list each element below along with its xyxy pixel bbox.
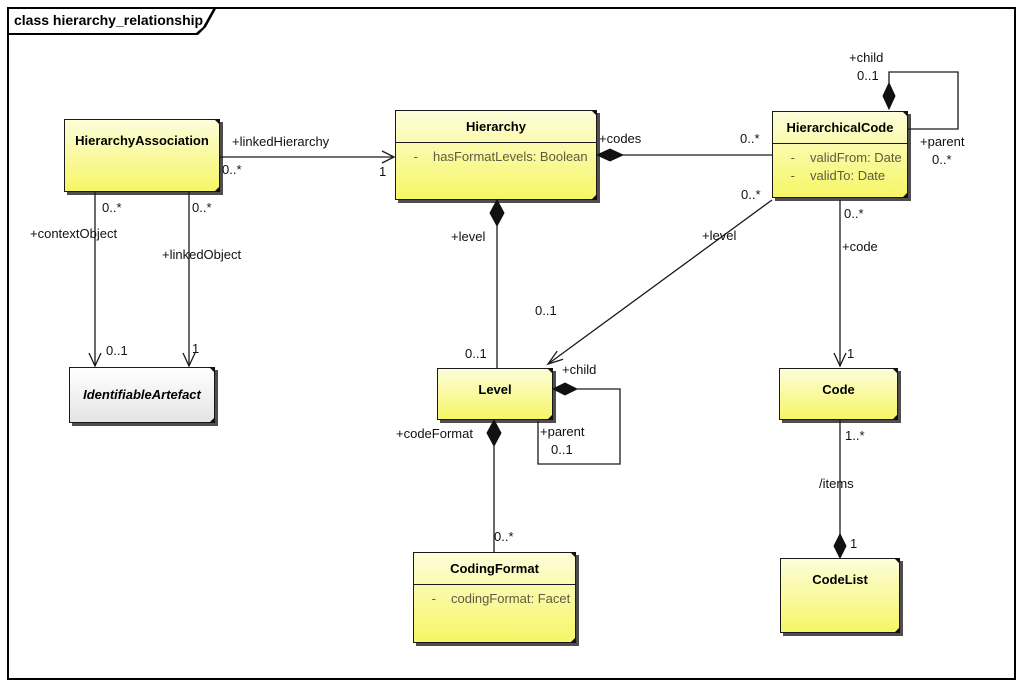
attribute-list: - validFrom: Date - validTo: Date [773, 144, 907, 185]
role-label-level-self-child: +child [562, 362, 597, 377]
mult-label-code-format-target: 0..* [494, 529, 514, 544]
mult-label-linked-hierarchy-target: 1 [379, 164, 387, 179]
mult-label-code-source: 0..* [844, 206, 864, 221]
mult-label-context-object-source: 0..* [102, 200, 122, 215]
mult-label-context-object-target: 0..1 [106, 343, 128, 358]
role-label-code-format: +codeFormat [396, 426, 473, 441]
diagram-title: class hierarchy_relationship [14, 12, 204, 28]
attribute-list: - codingFormat: Facet [414, 585, 575, 608]
role-label-context-object: +contextObject [30, 226, 118, 241]
mult-label-linked-object-target: 1 [192, 341, 200, 356]
class-hierarchy[interactable]: Hierarchy - hasFormatLevels: Boolean [395, 110, 597, 200]
class-title: Hierarchy [396, 111, 596, 143]
mult-label-linked-hierarchy-source: 0..* [222, 162, 242, 177]
class-title: Code [822, 382, 855, 397]
class-title: HierarchyAssociation [75, 133, 209, 148]
attribute-row[interactable]: - validTo: Date [773, 167, 907, 185]
class-level[interactable]: Level [437, 368, 553, 420]
class-title: Level [478, 382, 512, 397]
diagram-frame-tab-fill [9, 9, 213, 33]
mult-label-hierarchical-code-child: 0..1 [857, 68, 879, 83]
class-title: CodingFormat [414, 553, 575, 585]
mult-label-codes-target: 0..* [740, 131, 760, 146]
class-title: HierarchicalCode [773, 112, 907, 144]
attribute-text: validTo: Date [810, 168, 886, 183]
class-code[interactable]: Code [779, 368, 898, 420]
attribute-text: hasFormatLevels: Boolean [433, 149, 588, 164]
attribute-visibility: - [790, 150, 795, 165]
mult-label-code-target: 1 [847, 346, 855, 361]
role-label-level-self-parent: +parent [540, 424, 585, 439]
mult-label-level-vertical-target: 0..1 [465, 346, 487, 361]
attribute-text: validFrom: Date [810, 150, 902, 165]
attribute-visibility: - [790, 168, 795, 183]
mult-label-level-self-parent: 0..1 [551, 442, 573, 457]
diagram-frame [7, 7, 1016, 680]
role-label-linked-hierarchy: +linkedHierarchy [232, 134, 330, 149]
attribute-visibility: - [431, 591, 436, 606]
role-label-level-vertical: +level [451, 229, 486, 244]
role-label-hierarchical-code-child: +child [849, 50, 884, 65]
role-label-items: /items [819, 476, 854, 491]
class-title: CodeList [812, 572, 868, 587]
role-label-level-diagonal: +level [702, 228, 737, 243]
class-code-list[interactable]: CodeList [780, 558, 900, 633]
attribute-row[interactable]: - hasFormatLevels: Boolean [396, 148, 596, 166]
class-title: IdentifiableArtefact [83, 387, 201, 402]
attribute-row[interactable]: - validFrom: Date [773, 149, 907, 167]
role-label-code: +code [842, 239, 878, 254]
role-label-hierarchical-code-parent: +parent [920, 134, 965, 149]
role-label-codes: +codes [599, 131, 642, 146]
class-hierarchical-code[interactable]: HierarchicalCode - validFrom: Date - val… [772, 111, 908, 198]
class-coding-format[interactable]: CodingFormat - codingFormat: Facet [413, 552, 576, 643]
attribute-list: - hasFormatLevels: Boolean [396, 143, 596, 166]
attribute-text: codingFormat: Facet [451, 591, 571, 606]
attribute-row[interactable]: - codingFormat: Facet [414, 590, 575, 608]
attribute-visibility: - [413, 149, 418, 164]
mult-label-items-source: 1..* [845, 428, 865, 443]
role-label-linked-object: +linkedObject [162, 247, 242, 262]
class-identifiable-artefact[interactable]: IdentifiableArtefact [69, 367, 215, 423]
mult-label-linked-object-source: 0..* [192, 200, 212, 215]
mult-label-items-target: 1 [850, 536, 858, 551]
mult-label-hierarchical-code-parent: 0..* [932, 152, 952, 167]
mult-label-level-diagonal-source: 0..* [741, 187, 761, 202]
class-hierarchy-association[interactable]: HierarchyAssociation [64, 119, 220, 192]
mult-label-level-diagonal-target: 0..1 [535, 303, 557, 318]
